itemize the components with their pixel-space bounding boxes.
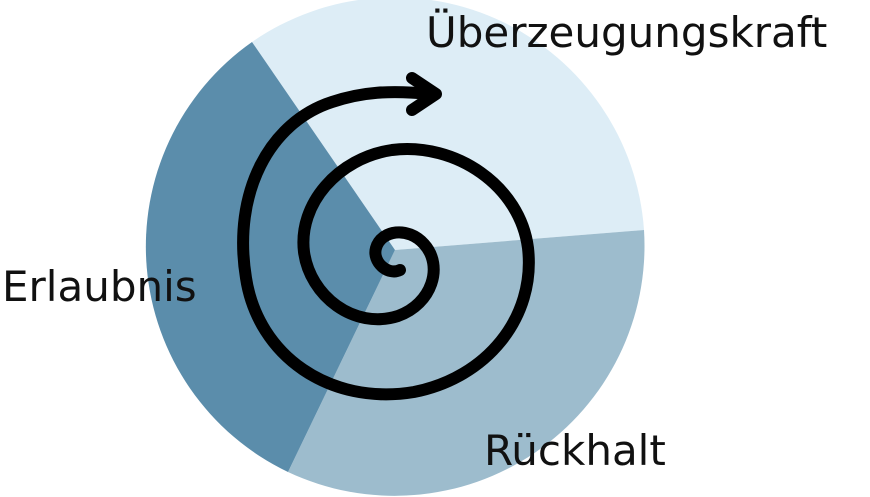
segment-erlaubnis xyxy=(145,42,395,472)
spiral-line xyxy=(237,86,535,401)
label-erlaubnis: Erlaubnis xyxy=(2,262,197,311)
segment-rueckhalt xyxy=(288,230,645,496)
label-ueberzeugungskraft: Überzeugungskraft xyxy=(426,8,828,57)
arrow-right-icon xyxy=(406,72,442,116)
label-rueckhalt: Rückhalt xyxy=(484,426,666,475)
segment-ueberzeugungskraft xyxy=(252,0,644,250)
